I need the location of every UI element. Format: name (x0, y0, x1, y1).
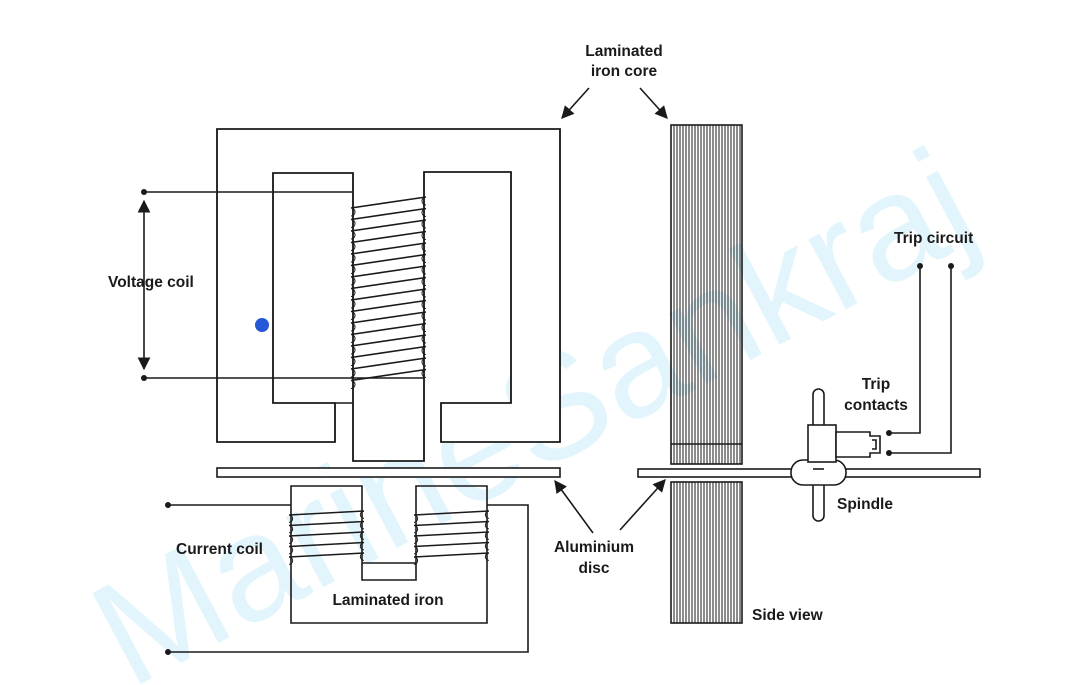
label-aluminium-disc-1: Aluminium (554, 539, 634, 556)
label-laminated-iron-core-1: Laminated (585, 43, 663, 60)
current-coil-windings (288, 510, 490, 565)
voltage-coil-windings (350, 196, 427, 390)
label-spindle: Spindle (837, 496, 893, 513)
trip-circuit-wires (886, 263, 954, 456)
current-coil-leads (165, 502, 529, 655)
label-voltage-coil: Voltage coil (108, 274, 194, 291)
side-view-lower-lamination (670, 481, 743, 624)
label-aluminium-disc-2: disc (578, 560, 609, 577)
label-trip-circuit: Trip circuit (894, 230, 973, 247)
label-side-view: Side view (752, 607, 824, 624)
aluminium-disc-front (216, 467, 561, 478)
lower-core (290, 485, 488, 624)
label-trip-contacts-2: contacts (844, 397, 908, 414)
side-view-upper-lamination (670, 124, 743, 465)
label-laminated-iron-core-2: iron core (591, 63, 658, 80)
label-trip-contacts-1: Trip (862, 376, 890, 393)
label-laminated-iron: Laminated iron (332, 592, 443, 609)
pointer-arrows (554, 87, 668, 534)
voltage-coil-leads (137, 189, 424, 381)
label-current-coil: Current coil (176, 541, 263, 558)
spindle-assembly (790, 388, 881, 522)
marker-dot (255, 318, 269, 332)
